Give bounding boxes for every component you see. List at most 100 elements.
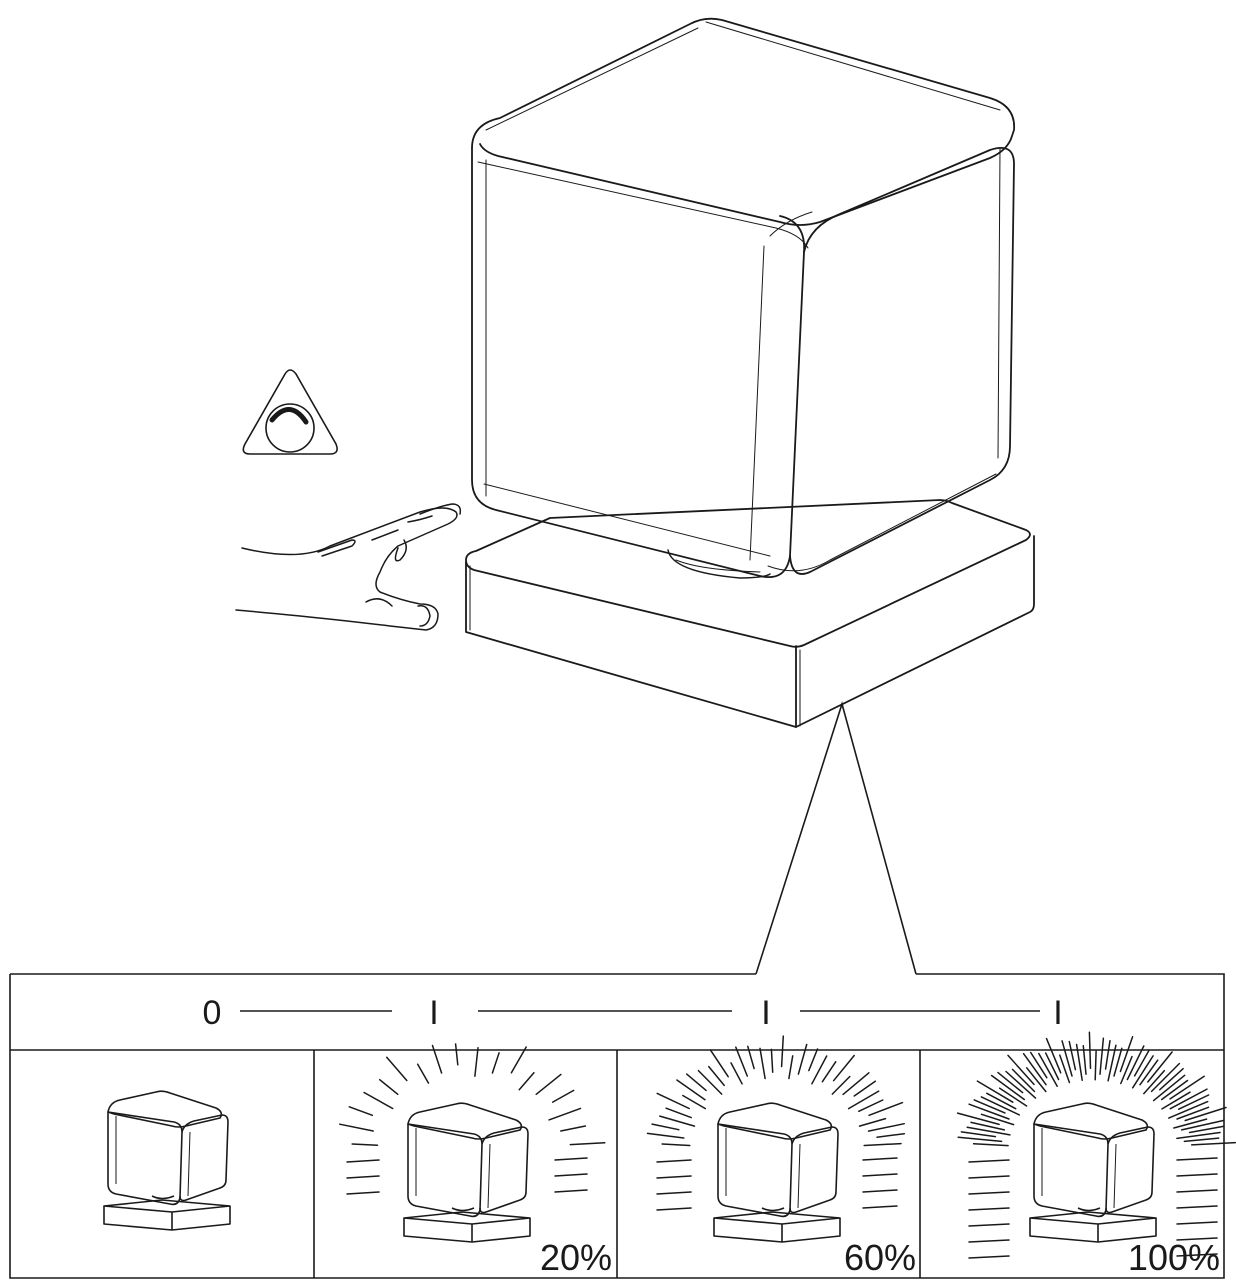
light-ray	[1005, 1070, 1037, 1099]
panel-60-rays	[646, 1035, 906, 1211]
light-ray	[351, 1143, 379, 1147]
light-ray	[998, 1087, 1028, 1107]
panel-off	[103, 1090, 231, 1231]
light-ray	[1061, 1040, 1073, 1077]
light-ray	[708, 1065, 725, 1087]
light-ray	[665, 1107, 692, 1119]
light-ray	[661, 1143, 691, 1147]
light-ray	[1082, 1045, 1087, 1075]
light-ray	[1152, 1074, 1186, 1102]
light-ray	[968, 1159, 1010, 1163]
light-ray	[378, 1078, 399, 1096]
light-ray	[1176, 1253, 1218, 1257]
light-ray	[1183, 1137, 1220, 1143]
light-ray	[1139, 1059, 1159, 1086]
light-ray	[980, 1096, 1021, 1116]
light-ray	[1176, 1221, 1218, 1225]
light-ray	[1068, 1040, 1077, 1071]
panel-100-rays	[956, 1031, 1236, 1259]
light-ray	[973, 1099, 1006, 1114]
light-ray	[697, 1069, 723, 1095]
light-ray	[976, 1080, 1014, 1103]
callout-lines	[755, 701, 917, 975]
light-ray	[348, 1106, 374, 1117]
lamp-base-side	[795, 535, 1035, 728]
light-ray	[853, 1080, 877, 1097]
light-ray	[797, 1043, 808, 1075]
light-ray	[646, 1132, 685, 1139]
light-ray	[454, 1043, 459, 1066]
light-ray	[1184, 1106, 1227, 1122]
light-ray	[569, 1142, 606, 1146]
light-ray	[858, 1117, 887, 1127]
light-ray	[1188, 1125, 1225, 1134]
light-ray	[685, 1073, 707, 1092]
light-ray	[862, 1189, 898, 1193]
panel-60-lamp	[713, 1102, 841, 1243]
light-ray	[1022, 1052, 1047, 1086]
light-ray	[656, 1175, 692, 1179]
light-ray	[1143, 1069, 1166, 1095]
light-ray	[1177, 1094, 1210, 1110]
light-ray	[656, 1207, 692, 1211]
light-ray	[1107, 1044, 1117, 1082]
light-ray	[1045, 1037, 1062, 1074]
light-ray	[858, 1099, 884, 1113]
panel-100-lamp	[1029, 1102, 1157, 1243]
light-ray	[338, 1123, 374, 1132]
light-ray	[510, 1046, 527, 1074]
light-ray	[1059, 1054, 1071, 1084]
light-ray	[682, 1094, 707, 1110]
light-ray	[1176, 1106, 1210, 1120]
light-ray	[535, 1073, 562, 1096]
light-ray	[980, 1113, 1015, 1126]
light-ray	[956, 1112, 1000, 1126]
cube-lamp-icon	[465, 17, 1035, 728]
light-ray	[1120, 1055, 1133, 1085]
light-ray	[651, 1123, 680, 1131]
lamp-cube-front	[471, 147, 805, 578]
light-ray	[770, 1048, 774, 1073]
light-ray	[551, 1089, 575, 1103]
light-ray	[1133, 1049, 1150, 1077]
panel-20-lamp	[403, 1102, 531, 1243]
sequence-step-2: I	[761, 994, 770, 1032]
light-ray	[808, 1048, 819, 1072]
light-ray	[863, 1142, 902, 1147]
light-ray	[1044, 1052, 1060, 1081]
light-ray	[968, 1223, 1010, 1227]
light-ray	[1119, 1036, 1134, 1073]
light-ray	[1025, 1067, 1047, 1093]
light-ray	[780, 1035, 785, 1068]
light-ray	[1150, 1062, 1181, 1093]
light-ray	[548, 1107, 582, 1121]
panel-20-rays	[338, 1043, 606, 1195]
panel-100: 100%	[956, 1031, 1236, 1278]
light-ray	[1169, 1075, 1205, 1100]
dimmer-touch-icon	[242, 369, 338, 455]
light-ray	[1169, 1088, 1208, 1110]
light-ray	[346, 1175, 380, 1179]
light-ray	[1168, 1100, 1209, 1119]
light-ray	[474, 1047, 479, 1077]
light-ray	[1173, 1118, 1208, 1129]
light-ray	[656, 1191, 692, 1195]
light-ray	[867, 1122, 905, 1132]
light-ray	[832, 1054, 855, 1082]
light-ray	[968, 1255, 1010, 1259]
panel-off-lamp	[103, 1090, 231, 1231]
light-ray	[972, 1143, 1009, 1147]
light-ray	[831, 1075, 851, 1095]
light-ray	[968, 1239, 1010, 1243]
light-ray	[862, 1157, 898, 1161]
light-ray	[1176, 1173, 1218, 1177]
light-ray	[862, 1205, 898, 1209]
light-ray	[1113, 1047, 1123, 1077]
sequence-step-3: I	[1053, 994, 1062, 1032]
light-ray	[554, 1189, 588, 1193]
light-ray	[1161, 1091, 1191, 1110]
light-ray	[1176, 1189, 1218, 1193]
light-ray	[554, 1157, 588, 1161]
light-ray	[656, 1159, 692, 1163]
